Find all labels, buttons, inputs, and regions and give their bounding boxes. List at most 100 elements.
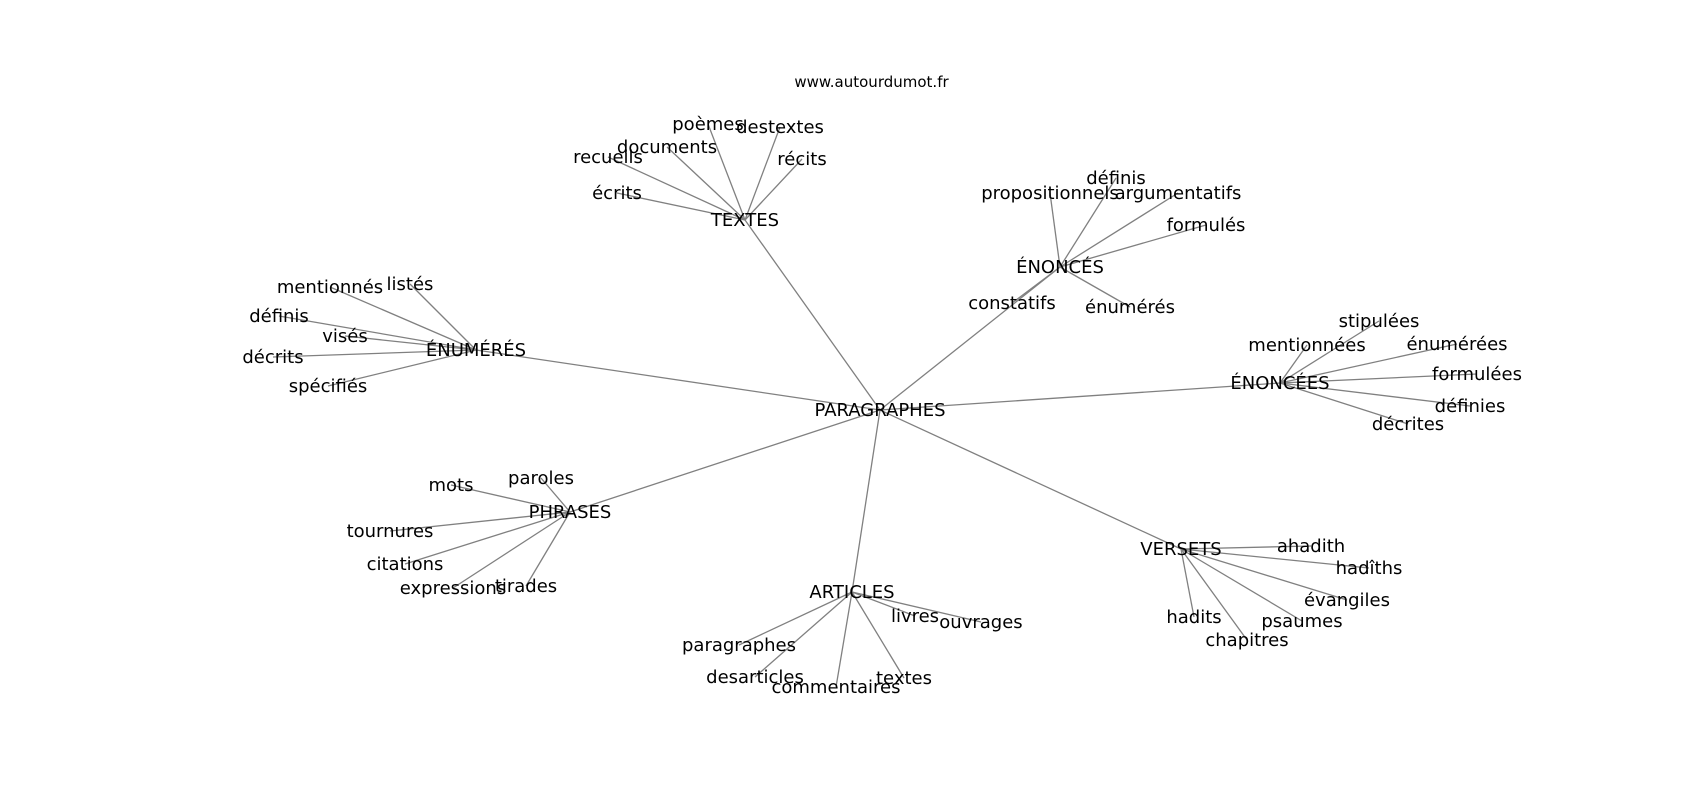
leaf-node-phrases-1[interactable]: mots <box>429 475 474 496</box>
leaf-node-enonces-4[interactable]: constatifs <box>968 293 1056 314</box>
edge-phrases-leaf-1 <box>450 484 571 513</box>
edge-enoncees-leaf-3 <box>1279 373 1478 384</box>
leaf-node-articles-1[interactable]: ouvrages <box>939 612 1022 633</box>
leaf-node-versets-0[interactable]: ahadith <box>1277 536 1345 557</box>
edge-enoncees-leaf-0 <box>1279 320 1380 384</box>
leaf-node-textes-0[interactable]: poèmes <box>672 114 744 135</box>
edge-enoncees-leaf-2 <box>1279 343 1458 384</box>
leaf-node-enonces-5[interactable]: énumérés <box>1085 297 1175 318</box>
leaf-node-enumeres-3[interactable]: visés <box>322 326 367 347</box>
edge-enumeres-leaf-2 <box>278 315 477 351</box>
leaf-node-versets-4[interactable]: hadits <box>1166 607 1221 628</box>
group-node-enoncees[interactable]: ÉNONCÉES <box>1230 372 1329 394</box>
leaf-node-textes-4[interactable]: récits <box>777 149 826 170</box>
leaf-node-phrases-0[interactable]: paroles <box>508 468 574 489</box>
leaf-node-phrases-2[interactable]: tournures <box>347 521 434 542</box>
edge-articles-leaf-1 <box>851 591 982 623</box>
edge-versets-leaf-4 <box>1180 548 1195 618</box>
edge-center-enumeres <box>475 349 881 411</box>
edge-enumeres-leaf-1 <box>409 283 477 351</box>
leaf-node-enoncees-3[interactable]: formulées <box>1432 364 1522 385</box>
center-node[interactable]: PARAGRAPHES <box>814 400 945 421</box>
leaf-node-textes-3[interactable]: recueils <box>573 147 643 168</box>
edge-textes-leaf-2 <box>666 146 746 221</box>
leaf-node-enoncees-5[interactable]: décrites <box>1372 414 1444 435</box>
edge-versets-leaf-2 <box>1180 548 1348 601</box>
edge-enonces-leaf-1 <box>1049 192 1061 268</box>
edge-center-enoncees <box>879 382 1281 411</box>
leaf-node-versets-2[interactable]: évangiles <box>1304 590 1390 611</box>
leaf-node-textes-1[interactable]: destextes <box>736 117 824 138</box>
leaf-node-enumeres-1[interactable]: listés <box>387 274 434 295</box>
edge-enonces-leaf-4 <box>1011 266 1061 304</box>
leaf-node-versets-5[interactable]: chapitres <box>1205 630 1288 651</box>
edge-enonces-leaf-5 <box>1059 266 1131 308</box>
edge-center-enonces <box>879 266 1061 411</box>
edges-layer <box>272 123 1478 688</box>
edge-phrases-leaf-0 <box>540 477 571 513</box>
leaf-node-enonces-3[interactable]: formulés <box>1167 215 1246 236</box>
edge-phrases-leaf-2 <box>389 511 571 532</box>
edge-enoncees-leaf-1 <box>1279 344 1308 384</box>
leaf-node-phrases-4[interactable]: expressions <box>400 578 506 599</box>
edge-textes-leaf-0 <box>707 123 746 221</box>
leaf-node-articles-2[interactable]: paragraphes <box>682 635 796 656</box>
edge-articles-leaf-0 <box>851 591 916 617</box>
edge-textes-leaf-3 <box>607 156 746 221</box>
leaf-node-enumeres-2[interactable]: définis <box>249 306 309 327</box>
edge-articles-leaf-5 <box>851 591 905 679</box>
leaf-node-articles-5[interactable]: textes <box>876 668 932 689</box>
leaf-node-articles-4[interactable]: commentaires <box>771 677 900 698</box>
edge-versets-leaf-5 <box>1180 548 1248 641</box>
leaf-node-textes-2[interactable]: documents <box>617 137 717 158</box>
edge-textes-leaf-1 <box>744 126 781 221</box>
edge-articles-leaf-2 <box>738 591 853 646</box>
edge-center-articles <box>851 409 881 593</box>
edge-articles-leaf-4 <box>835 591 853 688</box>
edge-enonces-leaf-0 <box>1059 177 1117 268</box>
leaf-node-enoncees-2[interactable]: énumérées <box>1406 334 1507 355</box>
edge-center-textes <box>744 219 881 411</box>
leaf-node-enoncees-4[interactable]: définies <box>1435 396 1506 417</box>
leaf-node-enumeres-5[interactable]: spécifiés <box>289 376 368 397</box>
edge-versets-leaf-3 <box>1180 548 1303 622</box>
leaf-node-articles-3[interactable]: desarticles <box>706 667 804 688</box>
edge-enonces-leaf-2 <box>1059 192 1179 268</box>
leaf-node-versets-1[interactable]: hadîths <box>1336 558 1403 579</box>
leaf-node-phrases-3[interactable]: citations <box>367 554 444 575</box>
group-node-textes[interactable]: TEXTES <box>710 210 779 231</box>
leaf-node-enonces-1[interactable]: propositionnels <box>981 183 1119 204</box>
leaf-node-enoncees-1[interactable]: mentionnées <box>1248 335 1365 356</box>
group-node-articles[interactable]: ARTICLES <box>809 582 894 603</box>
group-node-enonces[interactable]: ÉNONCÉS <box>1016 256 1104 278</box>
leaf-node-enumeres-4[interactable]: décrits <box>242 347 303 368</box>
group-node-versets[interactable]: VERSETS <box>1140 539 1221 560</box>
leaf-node-articles-0[interactable]: livres <box>891 606 939 627</box>
edge-enoncees-leaf-4 <box>1279 382 1471 407</box>
edge-versets-leaf-0 <box>1180 545 1312 550</box>
site-url-label: www.autourdumot.fr <box>794 73 949 91</box>
group-node-phrases[interactable]: PHRASES <box>529 502 612 523</box>
leaf-node-phrases-5[interactable]: tirades <box>495 576 557 597</box>
edge-phrases-leaf-4 <box>452 511 571 589</box>
edge-versets-leaf-1 <box>1180 548 1370 569</box>
edge-articles-leaf-3 <box>754 591 853 678</box>
leaf-node-textes-5[interactable]: écrits <box>592 183 642 204</box>
leaf-node-enonces-2[interactable]: argumentatifs <box>1115 183 1242 204</box>
leaf-node-enonces-0[interactable]: définis <box>1086 168 1146 189</box>
edge-textes-leaf-5 <box>616 192 746 221</box>
edge-enoncees-leaf-5 <box>1279 382 1409 425</box>
group-node-enumeres[interactable]: ÉNUMÉRÉS <box>426 339 526 361</box>
edge-center-versets <box>879 409 1182 550</box>
leaf-node-enoncees-0[interactable]: stipulées <box>1339 311 1420 332</box>
edge-enumeres-leaf-3 <box>344 335 477 351</box>
edge-center-phrases <box>569 409 881 513</box>
edge-enumeres-leaf-5 <box>327 349 477 387</box>
leaf-node-enumeres-0[interactable]: mentionnés <box>277 277 383 298</box>
edge-enumeres-leaf-0 <box>329 286 477 351</box>
edge-phrases-leaf-3 <box>404 511 571 565</box>
edge-textes-leaf-4 <box>744 158 803 221</box>
edge-enonces-leaf-3 <box>1059 224 1207 268</box>
leaf-node-versets-3[interactable]: psaumes <box>1261 611 1342 632</box>
